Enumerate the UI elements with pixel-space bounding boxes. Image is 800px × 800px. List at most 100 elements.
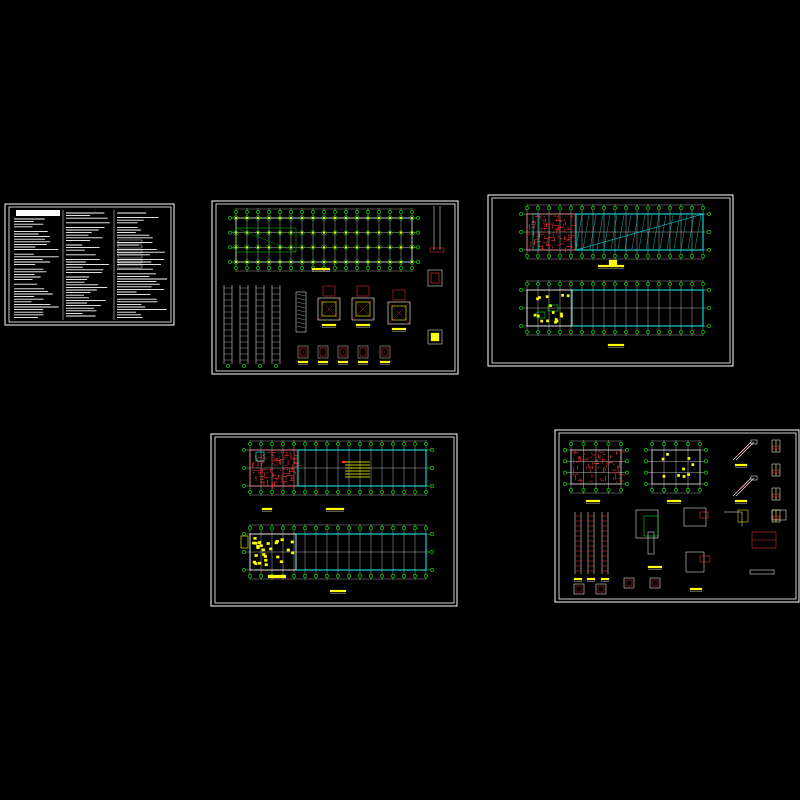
cad-rect	[400, 217, 403, 220]
axis-bubble	[292, 490, 296, 494]
cad-rect	[117, 239, 143, 244]
axis-bubble	[314, 526, 318, 530]
axis-bubble	[707, 324, 711, 328]
axis-bubble	[270, 442, 274, 446]
cad-dot	[561, 226, 564, 228]
axis-bubble	[347, 526, 351, 530]
pile-cap	[332, 244, 338, 250]
axis-bubble	[344, 266, 348, 270]
pile-cap	[365, 259, 371, 265]
pile-cap	[409, 259, 415, 265]
floor-plan-sheet[interactable]	[210, 433, 458, 607]
cad-rect	[427, 269, 443, 287]
notes-sheet[interactable]	[4, 203, 175, 326]
axis-bubble	[234, 210, 238, 214]
pile-cap	[398, 215, 404, 221]
axis-bubble	[281, 526, 285, 530]
pile-cap	[244, 244, 250, 250]
cad-dot	[271, 476, 274, 478]
cad-rect	[323, 261, 326, 264]
cad-rect	[263, 555, 267, 558]
pile-cap	[233, 259, 239, 265]
pile-cap	[398, 244, 404, 250]
cad-dot	[615, 452, 618, 454]
cad-dot	[540, 217, 542, 219]
lower-floor-plan	[240, 524, 434, 594]
axis-bubble	[519, 230, 523, 234]
cad-dot	[271, 471, 273, 474]
cad-rect	[337, 360, 349, 364]
pile-cap	[299, 244, 305, 250]
cad-rect	[597, 264, 625, 268]
axis-bubble	[267, 266, 271, 270]
cad-rect	[734, 463, 748, 467]
axis-bubble	[259, 442, 263, 446]
axis-bubble	[270, 526, 274, 530]
axis-bubble	[228, 245, 232, 250]
cad-dot	[611, 455, 613, 457]
pile-cap	[266, 215, 272, 221]
cad-rect	[536, 311, 546, 319]
cad-dot	[286, 468, 288, 471]
axis-bubble	[690, 206, 694, 210]
cad-rect	[389, 231, 392, 234]
axis-bubble	[569, 442, 573, 446]
cad-line	[666, 214, 674, 250]
cad-dot	[272, 454, 274, 456]
cad-rect	[279, 246, 282, 249]
cad-rect	[290, 246, 293, 249]
details-sheet[interactable]	[554, 429, 800, 603]
cad-rect	[334, 261, 337, 264]
pile-cap	[321, 259, 327, 265]
axis-bubble	[525, 254, 529, 258]
axis-bubble	[674, 442, 678, 446]
axis-bubble	[242, 364, 246, 368]
cad-rect	[257, 217, 260, 220]
cad-rect	[325, 507, 345, 511]
axis-bubble	[536, 282, 540, 286]
cad-rect	[356, 261, 359, 264]
axis-bubble	[281, 490, 285, 494]
axis-bubble	[547, 330, 551, 334]
axis-bubble	[563, 482, 567, 486]
axis-bubble	[242, 568, 246, 572]
cad-dot	[286, 474, 288, 477]
axis-bubble	[402, 442, 406, 446]
axis-bubble	[430, 466, 434, 470]
axis-bubble	[424, 526, 428, 530]
cad-rect	[357, 345, 369, 359]
axis-bubble	[580, 282, 584, 286]
cad-rect	[356, 285, 370, 297]
cad-dot	[553, 239, 555, 241]
cad-rect	[566, 294, 570, 298]
axis-bubble	[430, 532, 434, 536]
cad-rect	[379, 345, 391, 359]
notes-title-bar	[16, 210, 60, 216]
axis-bubble	[701, 206, 705, 210]
axis-bubble	[391, 526, 395, 530]
cad-dot	[557, 244, 559, 247]
pile-cap	[255, 244, 261, 250]
axis-bubble	[704, 448, 708, 452]
axis-bubble	[430, 484, 434, 488]
axis-bubble	[416, 216, 420, 220]
cad-rect	[687, 457, 691, 460]
cad-rect	[608, 259, 618, 266]
foundation-plan-sheet[interactable]	[211, 200, 459, 375]
cad-rect	[246, 246, 249, 249]
cad-dot	[272, 474, 274, 476]
cad-rect	[279, 217, 282, 220]
roof-plan-sheet[interactable]	[487, 194, 734, 367]
cad-rect	[597, 585, 605, 593]
cad-rect	[312, 217, 315, 220]
detail-plans	[563, 440, 708, 504]
axis-bubble	[569, 282, 573, 286]
axis-bubble	[303, 490, 307, 494]
axis-bubble	[646, 254, 650, 258]
cad-rect	[268, 217, 271, 220]
pile-cap	[266, 244, 272, 250]
cad-dot	[541, 219, 543, 221]
axis-bubble	[355, 210, 359, 214]
cad-rect	[117, 264, 143, 269]
axis-bubble	[242, 484, 246, 488]
